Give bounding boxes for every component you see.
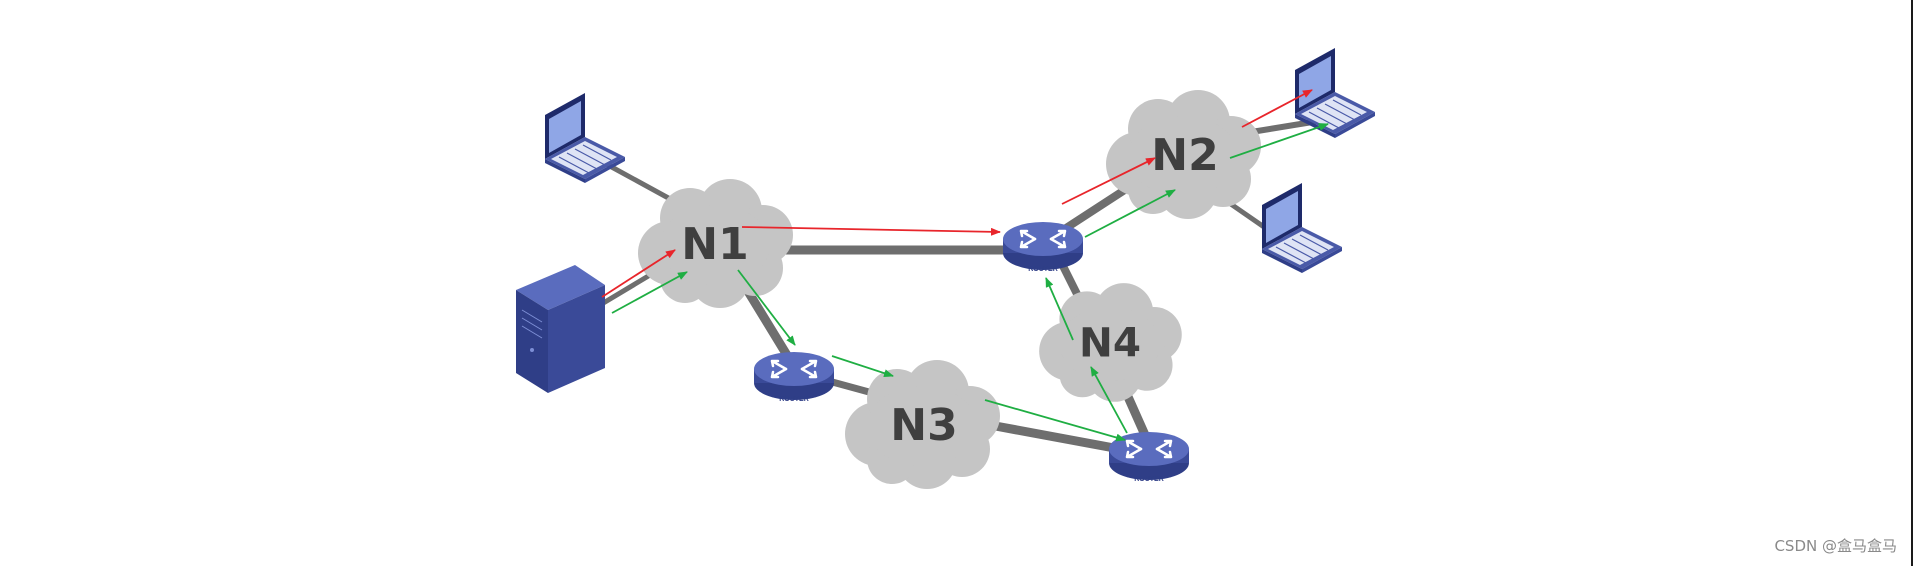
red-arrow-n2-laptop2 <box>1241 89 1313 128</box>
red-arrow-r1-n2 <box>1061 157 1156 205</box>
router-r3: ROUTER <box>1107 430 1191 483</box>
red-arrow-server-n1 <box>601 249 676 298</box>
router-label: ROUTER <box>1028 266 1058 273</box>
cloud-n3: N3 <box>845 360 1000 489</box>
green-arrow-r2-n3 <box>831 355 894 377</box>
network-label-n4: N4 <box>1079 319 1141 367</box>
router-label: ROUTER <box>779 396 809 403</box>
server <box>516 265 605 393</box>
network-label-n3: N3 <box>890 400 957 451</box>
green-arrow-n1-r2 <box>737 269 796 346</box>
laptop-icon <box>1261 182 1343 274</box>
green-arrow-n2-laptop2 <box>1229 123 1329 159</box>
green-path <box>611 123 1329 442</box>
cloud-n4: N4 <box>1039 283 1182 402</box>
green-arrow-n4-r1 <box>1045 277 1074 341</box>
green-arrow-r1-n2 <box>1084 189 1176 238</box>
server-icon <box>516 265 605 393</box>
network-label-n2: N2 <box>1151 130 1218 181</box>
link-n3-r3 <box>985 420 1130 455</box>
red-path <box>601 89 1313 298</box>
router-r1: ROUTER <box>1001 220 1085 273</box>
red-arrow-n1-r1 <box>741 226 1001 236</box>
network-label-n1: N1 <box>681 219 748 270</box>
right-edge-divider <box>1911 0 1913 566</box>
link-server-n1 <box>597 272 653 308</box>
cloud-n1: N1 <box>638 179 793 308</box>
green-arrow-r3-n4 <box>1090 366 1128 434</box>
router-icon <box>1001 220 1085 272</box>
laptop-3 <box>1261 182 1343 274</box>
green-arrow-server-n1 <box>611 271 688 314</box>
router-icon <box>752 350 836 402</box>
router-label: ROUTER <box>1134 476 1164 483</box>
green-arrow-n3-r3 <box>984 399 1126 442</box>
router-r2: ROUTER <box>752 350 836 403</box>
watermark: CSDN @盒马盒马 <box>1774 537 1897 555</box>
link-laptop1-n1 <box>605 162 675 203</box>
cloud-n2: N2 <box>1106 90 1261 219</box>
